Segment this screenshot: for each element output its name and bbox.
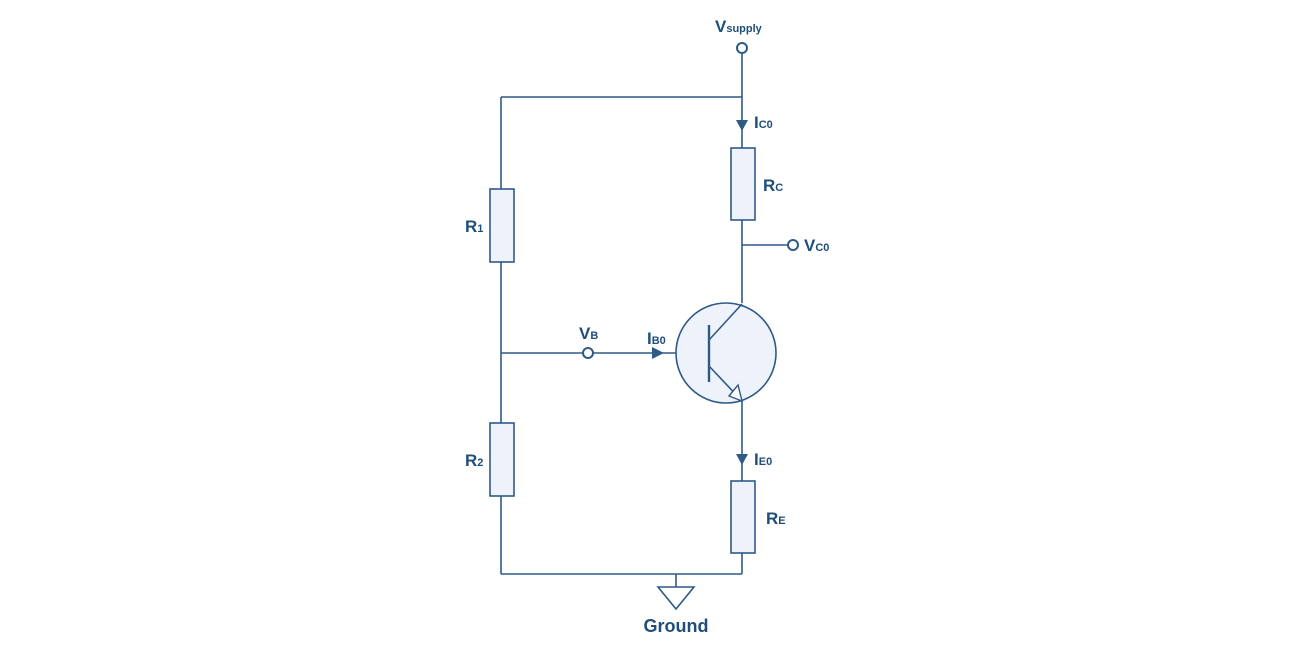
supply-label: Vsupply — [715, 17, 763, 36]
resistor-rc — [730, 147, 756, 221]
ie0-label-sub: E0 — [759, 456, 772, 468]
vb-terminal — [582, 347, 594, 359]
vc0-label: VC0 — [804, 236, 829, 255]
rc-label-sub: C — [775, 182, 783, 194]
ic0-label-sub: C0 — [759, 119, 773, 131]
current-arrow-icon — [652, 347, 664, 359]
vb-label-main: V — [579, 324, 591, 343]
supply-terminal — [736, 42, 748, 54]
vc0-label-sub: C0 — [815, 242, 829, 254]
re-label-sub: E — [778, 515, 785, 527]
ground-symbol-icon — [656, 586, 696, 611]
npn-transistor-icon — [675, 302, 777, 404]
r2-label-main: R — [465, 451, 477, 470]
ib0-label-main: I — [647, 329, 652, 348]
rc-label-main: R — [763, 176, 775, 195]
r1-label: R1 — [465, 217, 483, 236]
re-label: RE — [766, 509, 786, 528]
resistor-r2 — [489, 422, 515, 497]
vc0-label-main: V — [804, 236, 816, 255]
vc0-terminal — [787, 239, 799, 251]
r2-label: R2 — [465, 451, 483, 470]
supply-label-main: V — [715, 17, 727, 36]
current-arrow-icon — [736, 120, 748, 131]
re-label-main: R — [766, 509, 778, 528]
rc-label: RC — [763, 176, 783, 195]
emitter-arrow-icon — [727, 383, 744, 403]
wires — [500, 54, 788, 587]
ground-label: Ground — [644, 616, 709, 636]
r2-label-sub: 2 — [477, 457, 483, 469]
current-arrow-icon — [736, 454, 748, 465]
vb-label-sub: B — [590, 330, 598, 342]
ie0-label: IE0 — [754, 450, 772, 469]
resistor-re — [730, 480, 756, 554]
r1-label-main: R — [465, 217, 477, 236]
ib0-label-sub: B0 — [652, 335, 666, 347]
ie0-label-main: I — [754, 450, 759, 469]
supply-label-sub: supply — [726, 23, 762, 35]
ic0-label: IC0 — [754, 113, 773, 132]
r1-label-sub: 1 — [477, 223, 483, 235]
ib0-label: IB0 — [647, 329, 666, 348]
resistor-r1 — [489, 188, 515, 263]
vb-label: VB — [579, 324, 598, 343]
ic0-label-main: I — [754, 113, 759, 132]
